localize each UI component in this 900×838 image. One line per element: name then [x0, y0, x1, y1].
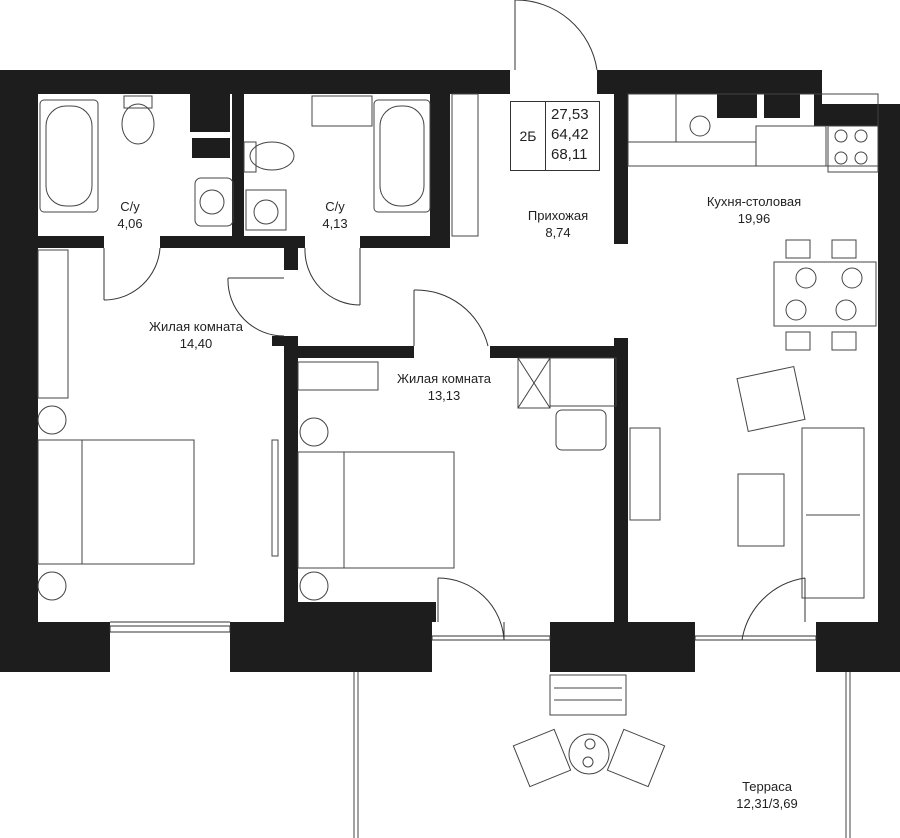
- room-label-bathroom-1: С/у 4,06: [117, 199, 143, 231]
- room-label-living-room-1: Жилая комната 14,40: [149, 319, 243, 351]
- apartment-code: 2Б: [511, 102, 546, 170]
- apartment-area-living: 27,53: [551, 106, 589, 123]
- apartment-area-total: 64,42: [551, 126, 589, 143]
- room-label-terrace: Терраса 12,31/3,69: [736, 779, 798, 811]
- kitchen-fixtures: [627, 93, 879, 599]
- apartment-areas: 27,53 64,42 68,11: [551, 105, 589, 165]
- bathroom-fixtures: [39, 93, 479, 237]
- apartment-info: 2Б 27,53 64,42 68,11: [510, 101, 600, 171]
- bedroom-fixtures: [37, 249, 617, 601]
- doors: [103, 0, 806, 641]
- walls: [0, 70, 900, 672]
- terrace: [353, 672, 851, 838]
- room-label-living-room-2: Жилая комната 13,13: [397, 371, 491, 403]
- room-label-bathroom-2: С/у 4,13: [322, 199, 348, 231]
- windows: [109, 621, 817, 641]
- room-label-hallway: Прихожая 8,74: [527, 208, 589, 240]
- room-label-kitchen: Кухня-столовая 19,96: [706, 194, 802, 226]
- apartment-area-total-with-terrace: 68,11: [551, 146, 588, 163]
